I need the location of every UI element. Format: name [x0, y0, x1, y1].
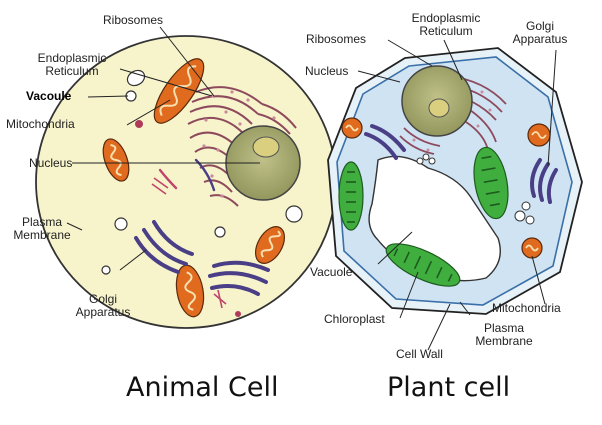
animal-label-plasma-membrane: Plasma Membrane: [12, 216, 72, 242]
plant-label-golgi-line1: Golgi: [525, 19, 554, 33]
animal-golgi: [134, 158, 270, 296]
plant-label-vacuole: Vacuole: [310, 265, 353, 279]
animal-label-golgi-line1: Golgi: [88, 292, 117, 306]
animal-label-er-line2: Reticulum: [45, 64, 99, 78]
animal-cell: [35, 26, 337, 329]
animal-leader-lines: [66, 26, 260, 271]
animal-label-golgi-line2: Apparatus: [75, 305, 131, 319]
animal-cell-caption: Animal Cell: [126, 372, 279, 403]
plant-label-er-line1: Endoplasmic: [411, 11, 481, 25]
animal-vesicles: [101, 69, 303, 275]
plant-label-plasma-line1: Plasma: [483, 321, 524, 335]
animal-centriole: [151, 177, 227, 309]
animal-label-mitochondria: Mitochondria: [6, 117, 75, 131]
plant-label-golgi: Golgi Apparatus: [500, 20, 580, 46]
plant-nucleolus: [428, 98, 450, 118]
plant-label-plasma-line2: Membrane: [475, 334, 533, 348]
animal-label-golgi: Golgi Apparatus: [64, 293, 142, 319]
animal-mitochondria: [102, 58, 286, 318]
plant-vesicles: [416, 153, 535, 225]
plant-label-mitochondria: Mitochondria: [492, 301, 561, 315]
plant-label-plasma-membrane: Plasma Membrane: [462, 322, 546, 348]
plant-label-nucleus: Nucleus: [305, 64, 349, 78]
animal-label-er-line1: Endoplasmic: [37, 51, 107, 65]
plant-cell-caption: Plant cell: [387, 372, 511, 403]
plant-chloroplasts: [338, 146, 509, 287]
animal-label-plasma-line2: Membrane: [13, 228, 71, 242]
plant-label-er-line2: Reticulum: [419, 24, 473, 38]
animal-nucleolus: [252, 136, 280, 158]
animal-label-vacuole: Vacoule: [26, 89, 72, 103]
plant-label-chloroplast: Chloroplast: [324, 312, 385, 326]
plant-leader-lines: [357, 39, 557, 351]
animal-er: [187, 86, 297, 207]
animal-label-er: Endoplasmic Reticulum: [20, 52, 124, 78]
animal-label-nucleus: Nucleus: [29, 156, 73, 170]
animal-lysosomes: [135, 120, 241, 317]
plant-mitochondria: [341, 117, 551, 259]
animal-label-plasma-line1: Plasma: [21, 215, 62, 229]
plant-cell: [327, 39, 583, 351]
plant-label-cell-wall: Cell Wall: [396, 347, 443, 361]
animal-label-ribosomes: Ribosomes: [103, 13, 164, 27]
plant-label-er: Endoplasmic Reticulum: [396, 12, 496, 38]
plant-label-golgi-line2: Apparatus: [512, 32, 568, 46]
plant-golgi: [364, 124, 558, 204]
plant-label-ribosomes: Ribosomes: [306, 32, 367, 46]
